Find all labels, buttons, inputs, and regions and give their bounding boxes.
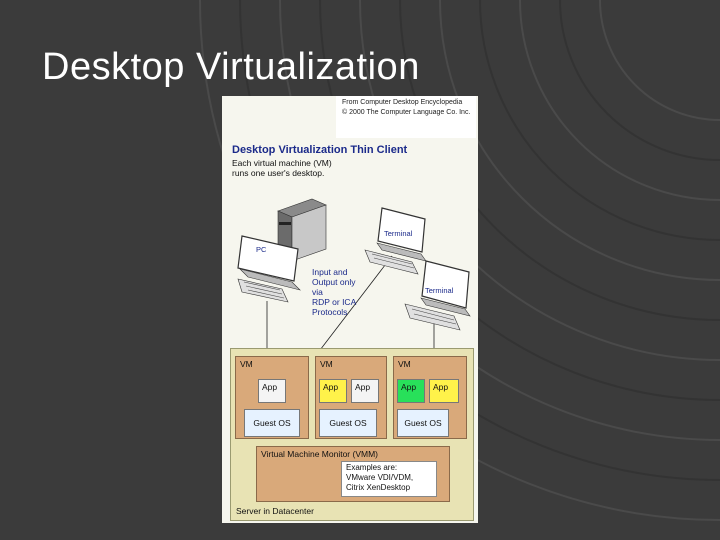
server-label: Server in Datacenter — [236, 506, 314, 516]
datacenter-server: VM App Guest OS VM App App Guest OS VM A… — [230, 348, 474, 521]
vm-3: VM App App Guest OS — [393, 356, 467, 439]
description-line: runs one user's desktop. — [232, 168, 325, 178]
vmm-examples-box: Examples are: VMware VDI/VDM, Citrix Xen… — [341, 461, 437, 497]
slide-title: Desktop Virtualization — [42, 46, 420, 88]
protocol-line: Protocols — [312, 307, 348, 317]
diagram-figure: From Computer Desktop Encyclopedia © 200… — [222, 96, 478, 523]
terminal-2-label: Terminal — [425, 286, 454, 295]
app-box: App — [351, 379, 379, 403]
vm-1: VM App Guest OS — [235, 356, 309, 439]
copyright-line-1: From Computer Desktop Encyclopedia — [342, 99, 463, 106]
copyright-line-2: © 2000 The Computer Language Co. Inc. — [342, 109, 471, 116]
protocol-line: Input and — [312, 267, 348, 277]
diagram-drawings — [237, 198, 471, 356]
guest-os-box: Guest OS — [397, 409, 449, 437]
terminal-1-label: Terminal — [384, 229, 413, 238]
protocol-line: Output only — [312, 277, 356, 287]
description-line: Each virtual machine (VM) — [232, 158, 332, 168]
app-box: App — [258, 379, 286, 403]
vm-label: VM — [240, 359, 253, 369]
app-box: App — [429, 379, 459, 403]
example-line: Examples are: — [346, 463, 398, 472]
vm-2: VM App App Guest OS — [315, 356, 387, 439]
example-line: VMware VDI/VDM, — [346, 473, 414, 482]
vm-label: VM — [320, 359, 333, 369]
protocol-line: RDP or ICA — [312, 297, 357, 307]
terminal-2-icon — [404, 260, 471, 331]
protocol-line: via — [312, 287, 323, 297]
pc-monitor-icon — [237, 235, 301, 303]
vmm-box: Virtual Machine Monitor (VMM) Examples a… — [256, 446, 450, 502]
example-line: Citrix XenDesktop — [346, 483, 411, 492]
vm-label: VM — [398, 359, 411, 369]
app-box: App — [397, 379, 425, 403]
terminal-1-icon — [364, 207, 427, 275]
guest-os-box: Guest OS — [319, 409, 377, 437]
vmm-label: Virtual Machine Monitor (VMM) — [261, 449, 378, 459]
pc-label: PC — [256, 245, 267, 254]
app-box: App — [319, 379, 347, 403]
figure-title: Desktop Virtualization Thin Client — [232, 144, 408, 156]
copyright-note: From Computer Desktop Encyclopedia © 200… — [336, 96, 476, 138]
guest-os-box: Guest OS — [244, 409, 300, 437]
figure-description: Each virtual machine (VM) runs one user'… — [232, 158, 392, 178]
protocol-note: Input and Output only via RDP or ICA Pro… — [312, 267, 392, 317]
